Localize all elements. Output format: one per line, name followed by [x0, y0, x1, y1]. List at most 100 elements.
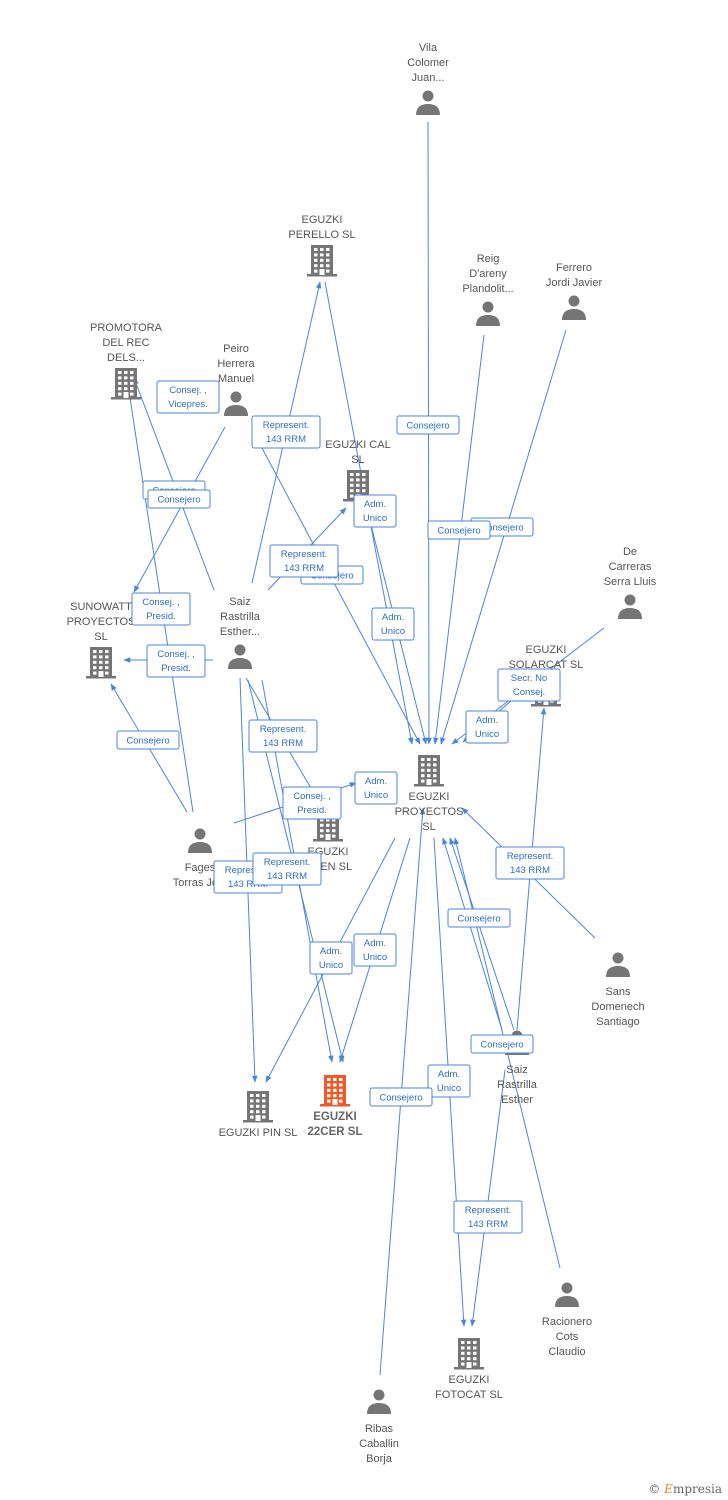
- node-label: SL: [94, 631, 107, 643]
- node-label: DEL REC: [102, 337, 149, 349]
- company-node[interactable]: EGUZKI PIN SL: [219, 1091, 298, 1139]
- brand-watermark: © Empresia: [648, 1482, 722, 1496]
- relation-text: Unico: [381, 626, 405, 637]
- person-icon: [618, 594, 642, 619]
- node-label: Claudio: [548, 1346, 585, 1358]
- node-label: Rastrilla: [220, 611, 261, 623]
- node-label: Colomer: [407, 57, 449, 69]
- person-node[interactable]: SaizRastrillaEsther...: [220, 596, 261, 669]
- relation-layer: Consej. , Vicepres. Represent. 143 RRM Conse…: [116, 380, 565, 1234]
- relation-text: 143 RRM: [228, 879, 268, 890]
- node-label: Racionero: [542, 1316, 592, 1328]
- person-icon: [188, 828, 212, 853]
- node-label: Juan...: [411, 72, 444, 84]
- relation-text: Represent.: [281, 549, 327, 560]
- relation-label[interactable]: Represent.143 RRM: [269, 544, 339, 578]
- node-label: Ferrero: [556, 262, 592, 274]
- person-node[interactable]: VilaColomerJuan...: [407, 42, 449, 115]
- relation-text: Adm.: [438, 1069, 460, 1080]
- node-label: Saiz: [506, 1064, 527, 1076]
- relation-label[interactable]: Consejero: [447, 908, 511, 928]
- relation-text: Consej. ,: [293, 791, 331, 802]
- person-icon: [476, 301, 500, 326]
- relation-label[interactable]: Consej. ,Presid.: [146, 644, 206, 678]
- relation-text: Represent.: [260, 724, 306, 735]
- relation-label[interactable]: Adm.Unico: [465, 710, 509, 744]
- node-label: Carreras: [609, 561, 652, 573]
- relation-label[interactable]: Consejero: [427, 520, 491, 540]
- relation-text: Represent.: [225, 865, 271, 876]
- node-label: EGUZKI PIN SL: [219, 1127, 298, 1139]
- relation-label[interactable]: Consejero: [116, 730, 180, 750]
- node-label: Caballin: [359, 1438, 399, 1450]
- relation-text: Consejero: [480, 1040, 523, 1051]
- node-label: Esther: [501, 1094, 533, 1106]
- person-node[interactable]: ReigD'arenyPlandolit...: [462, 253, 514, 326]
- relation-text: Vicepres.: [168, 399, 207, 410]
- copyright-symbol: ©: [648, 1482, 661, 1496]
- relation-label[interactable]: Consej. , Vicepres.: [156, 380, 220, 414]
- relation-label[interactable]: Adm.Unico: [354, 771, 398, 805]
- building-icon: [307, 245, 337, 277]
- node-label: EGUZKI: [409, 791, 450, 803]
- node-label: PROYECTOS: [395, 806, 464, 818]
- relation-label[interactable]: Consejero: [470, 1034, 534, 1054]
- relation-label[interactable]: Represent.143 RRM: [453, 1200, 523, 1234]
- node-label: Domenech: [591, 1001, 644, 1013]
- relation-text: Unico: [319, 960, 343, 971]
- relation-label[interactable]: Consejero: [369, 1087, 433, 1107]
- relation-label[interactable]: Consej. ,Presid.: [131, 592, 191, 626]
- relation-text: Presid.: [297, 805, 327, 816]
- node-label: Fages: [185, 862, 216, 874]
- relation-text: Unico: [364, 790, 388, 801]
- relation-text: Secr. No: [511, 673, 547, 684]
- node-label: Ribas: [365, 1423, 394, 1435]
- relation-text: Consej. ,: [169, 385, 207, 396]
- relation-label[interactable]: Represent.143 RRM: [252, 852, 322, 886]
- relation-label[interactable]: Consej. , Presid.: [282, 786, 342, 820]
- relation-text: Adm.: [382, 612, 404, 623]
- relation-text: Unico: [475, 729, 499, 740]
- relation-text: Adm.: [364, 499, 386, 510]
- node-label: Saiz: [229, 596, 250, 608]
- relation-label[interactable]: Represent. 143 RRM: [248, 719, 318, 753]
- relation-text: 143 RRM: [510, 865, 550, 876]
- relation-label[interactable]: Consejero: [396, 415, 460, 435]
- relation-label[interactable]: Adm.Unico: [353, 933, 397, 967]
- node-label: FOTOCAT SL: [435, 1389, 503, 1401]
- building-icon: [86, 647, 116, 679]
- relation-edge: [470, 1069, 506, 1327]
- relation-text: 143 RRM: [263, 738, 303, 749]
- relation-text: Consejero: [157, 495, 200, 506]
- node-label: 22CER SL: [308, 1126, 363, 1138]
- relation-text: Consejero: [406, 421, 449, 432]
- relation-label[interactable]: Represent.143 RRM: [495, 846, 565, 880]
- relation-text: Unico: [437, 1083, 461, 1094]
- relation-label[interactable]: Adm. Unico: [371, 607, 415, 641]
- relation-text: 143 RRM: [266, 434, 306, 445]
- relation-label[interactable]: Adm. Unico: [427, 1064, 471, 1098]
- relation-text: Consejero: [126, 736, 169, 747]
- building-icon: [414, 755, 444, 787]
- relation-edge: [261, 447, 421, 745]
- relation-label[interactable]: Represent.143 RRM: [251, 415, 321, 449]
- relation-label[interactable]: Adm.Unico: [309, 941, 353, 975]
- relation-label[interactable]: Adm.Unico: [353, 494, 397, 528]
- relation-text: Represent.: [264, 857, 310, 868]
- relation-label[interactable]: Consejero: [147, 489, 211, 509]
